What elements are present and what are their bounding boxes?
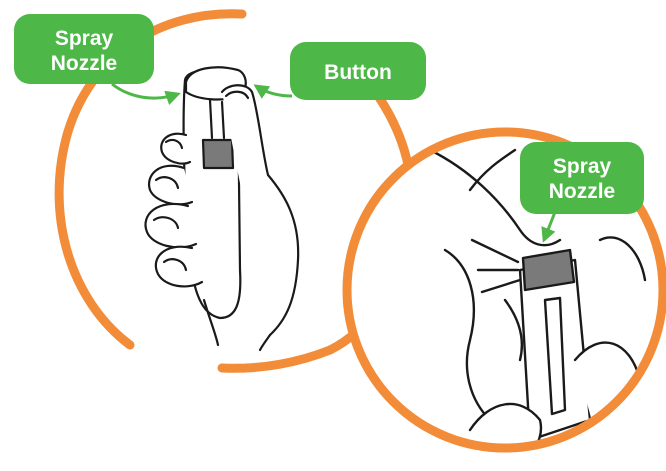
arrow-button [256,86,292,96]
label-spray-nozzle-left-line2: Nozzle [51,52,118,75]
label-button: Button [290,42,426,100]
arrow-spray-nozzle-left [112,84,178,98]
hand-holding-inhaler [145,67,298,350]
label-spray-nozzle-right: Spray Nozzle [520,142,644,214]
inhaler-band [203,140,233,168]
label-spray-nozzle-left: Spray Nozzle [14,14,154,84]
label-spray-nozzle-right-line1: Spray [553,155,612,178]
label-spray-nozzle-left-line1: Spray [55,27,114,50]
zoom-inhaler-band [523,250,574,290]
left-ring-arc-bottom [222,350,330,368]
label-button-text: Button [324,61,392,84]
label-spray-nozzle-right-line2: Nozzle [549,180,616,203]
